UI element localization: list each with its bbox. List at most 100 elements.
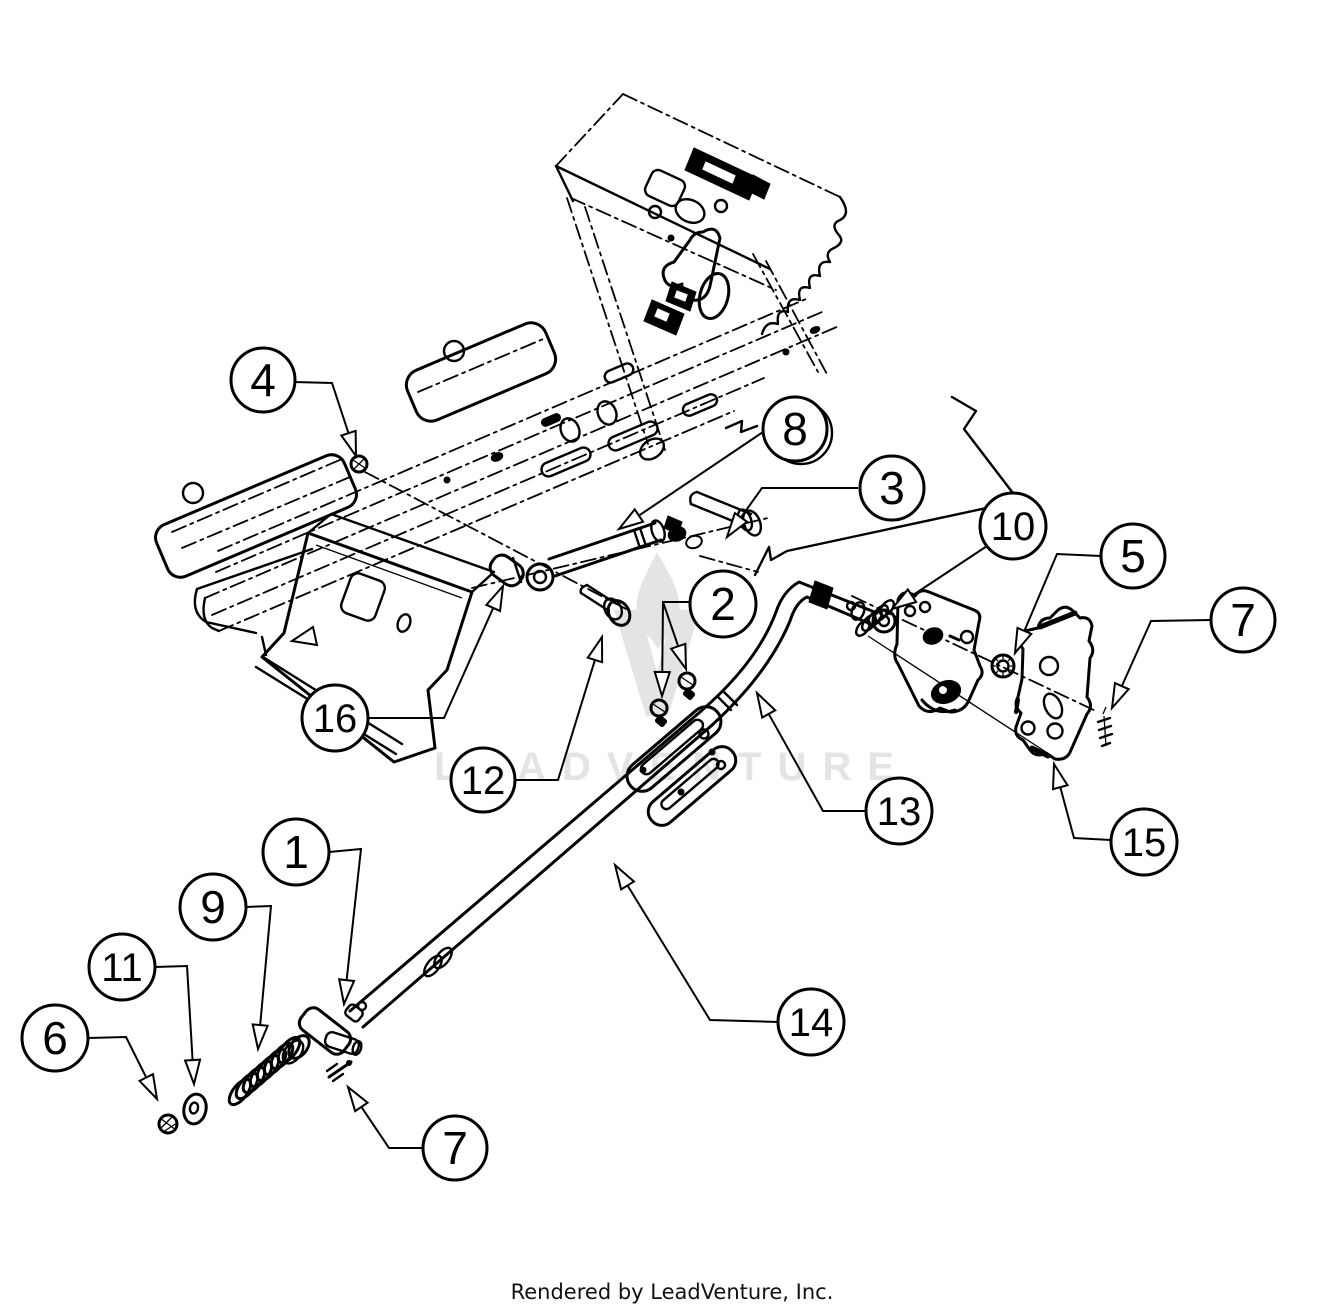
callout-leader-line (662, 601, 680, 647)
callout-number-14: 14 (789, 1001, 834, 1045)
callout-number-1: 1 (283, 826, 309, 878)
callout-arrowhead (1013, 626, 1033, 657)
callout-arrowhead (669, 642, 688, 673)
callout-balloon-5[interactable] (1099, 522, 1167, 590)
callout-leader-line (911, 545, 988, 597)
callout-balloon-7-lower[interactable] (421, 1114, 489, 1182)
callout-arrowhead (613, 862, 636, 891)
control-rod-sketch (348, 580, 897, 1029)
callout-leader-line (767, 713, 866, 812)
callout-7-lower: 7 (346, 1084, 489, 1182)
callout-arrowhead (484, 582, 505, 613)
callout-arrowhead (337, 978, 356, 1008)
callout-leader-line (740, 487, 858, 519)
callout-arrowhead (616, 507, 645, 531)
callout-arrowhead (183, 1058, 202, 1088)
callout-balloon-9[interactable] (178, 872, 248, 942)
sector-plate-sketch (1014, 605, 1095, 761)
callout-balloon-6[interactable] (20, 1003, 90, 1073)
callout-10: 10 (889, 491, 1048, 611)
callout-balloon-13[interactable] (864, 776, 934, 846)
callout-number-10: 10 (991, 505, 1036, 549)
callout-number-8: 8 (782, 403, 808, 455)
callout-leader-line (514, 659, 596, 781)
callout-leader-line (1059, 786, 1112, 841)
callout-number-13: 13 (877, 790, 922, 834)
callout-arrowhead (889, 587, 918, 611)
callout-6: 6 (20, 1003, 159, 1102)
callout-leader-line (638, 431, 764, 517)
callout-arrowhead (339, 429, 358, 460)
callout-balloon-16[interactable] (300, 683, 370, 753)
callout-11: 11 (87, 932, 202, 1088)
callout-arrowhead (1051, 760, 1070, 791)
callout-leader-line (154, 964, 194, 1061)
callout-14: 14 (613, 862, 846, 1057)
pin-7-upper-sketch (1096, 706, 1114, 748)
console-panel-sketch (554, 93, 848, 466)
callout-9: 9 (178, 872, 273, 1053)
callout-1: 1 (261, 817, 363, 1008)
callout-15: 15 (1051, 760, 1179, 877)
callout-leader-line (328, 847, 363, 981)
callout-arrowhead (137, 1072, 159, 1102)
callout-8: 8 (616, 395, 829, 531)
callout-number-12: 12 (461, 759, 506, 803)
callout-7-upper: 7 (1110, 586, 1277, 712)
callout-number-3: 3 (879, 462, 905, 514)
upper-bracket-sketch (404, 321, 558, 423)
frame-rail-sketch (202, 298, 840, 633)
callout-balloon-12[interactable] (449, 746, 517, 814)
callout-number-16: 16 (313, 697, 358, 741)
callout-balloon-10[interactable] (978, 491, 1048, 561)
callout-leader-line (1023, 552, 1102, 632)
callout-balloon-7-upper[interactable] (1209, 586, 1277, 654)
callout-3: 3 (725, 454, 926, 540)
assembly-centerlines (364, 471, 1099, 757)
spring-9-sketch (227, 1035, 302, 1107)
callout-balloon-15[interactable] (1109, 807, 1179, 877)
nut-4-sketch (349, 454, 369, 474)
callout-leader-line (626, 884, 779, 1023)
pivot-bracket-sketch (845, 589, 984, 714)
callout-balloon-2[interactable] (688, 569, 758, 639)
pin-7-lower-sketch (325, 1060, 353, 1083)
callout-arrowhead (1110, 681, 1131, 712)
break-lines (753, 395, 1021, 577)
callout-number-11: 11 (101, 946, 143, 990)
callout-arrowhead (586, 633, 604, 664)
callout-4: 4 (229, 346, 358, 460)
callout-2: 2 (653, 569, 758, 700)
callout-balloon-11[interactable] (87, 932, 157, 1002)
pin-16-sketch (488, 553, 525, 588)
callout-arrowhead (251, 1023, 270, 1053)
callout-number-7-lower: 7 (442, 1122, 468, 1174)
callout-16: 16 (300, 582, 505, 753)
callout-balloon-14[interactable] (776, 987, 846, 1057)
callout-leader-line (360, 1106, 423, 1149)
callout-number-2: 2 (710, 578, 736, 630)
nut-5-sketch (990, 653, 1016, 679)
callout-leader-line (87, 1035, 148, 1078)
callout-leader-line (368, 607, 495, 719)
callout-balloon-3[interactable] (858, 454, 926, 522)
callout-5: 5 (1013, 522, 1167, 657)
callout-leader-line (1120, 619, 1212, 687)
callout-balloon-4[interactable] (229, 346, 297, 414)
callout-13: 13 (755, 690, 934, 846)
callout-arrowhead (725, 511, 749, 540)
bolt-12-sketch (579, 583, 632, 627)
callout-balloon-8[interactable] (761, 395, 829, 463)
callout-arrowhead (653, 670, 672, 700)
callout-leader-line (245, 904, 273, 1026)
footer-credit: Rendered by LeadVenture, Inc. (510, 1280, 834, 1304)
callout-number-6: 6 (42, 1012, 68, 1064)
spring-10-sketch (855, 599, 895, 637)
callout-12: 12 (449, 633, 604, 814)
callout-arrowhead (346, 1084, 370, 1113)
washer-nut-sketch (157, 1092, 208, 1135)
callout-balloon-1[interactable] (261, 817, 331, 887)
